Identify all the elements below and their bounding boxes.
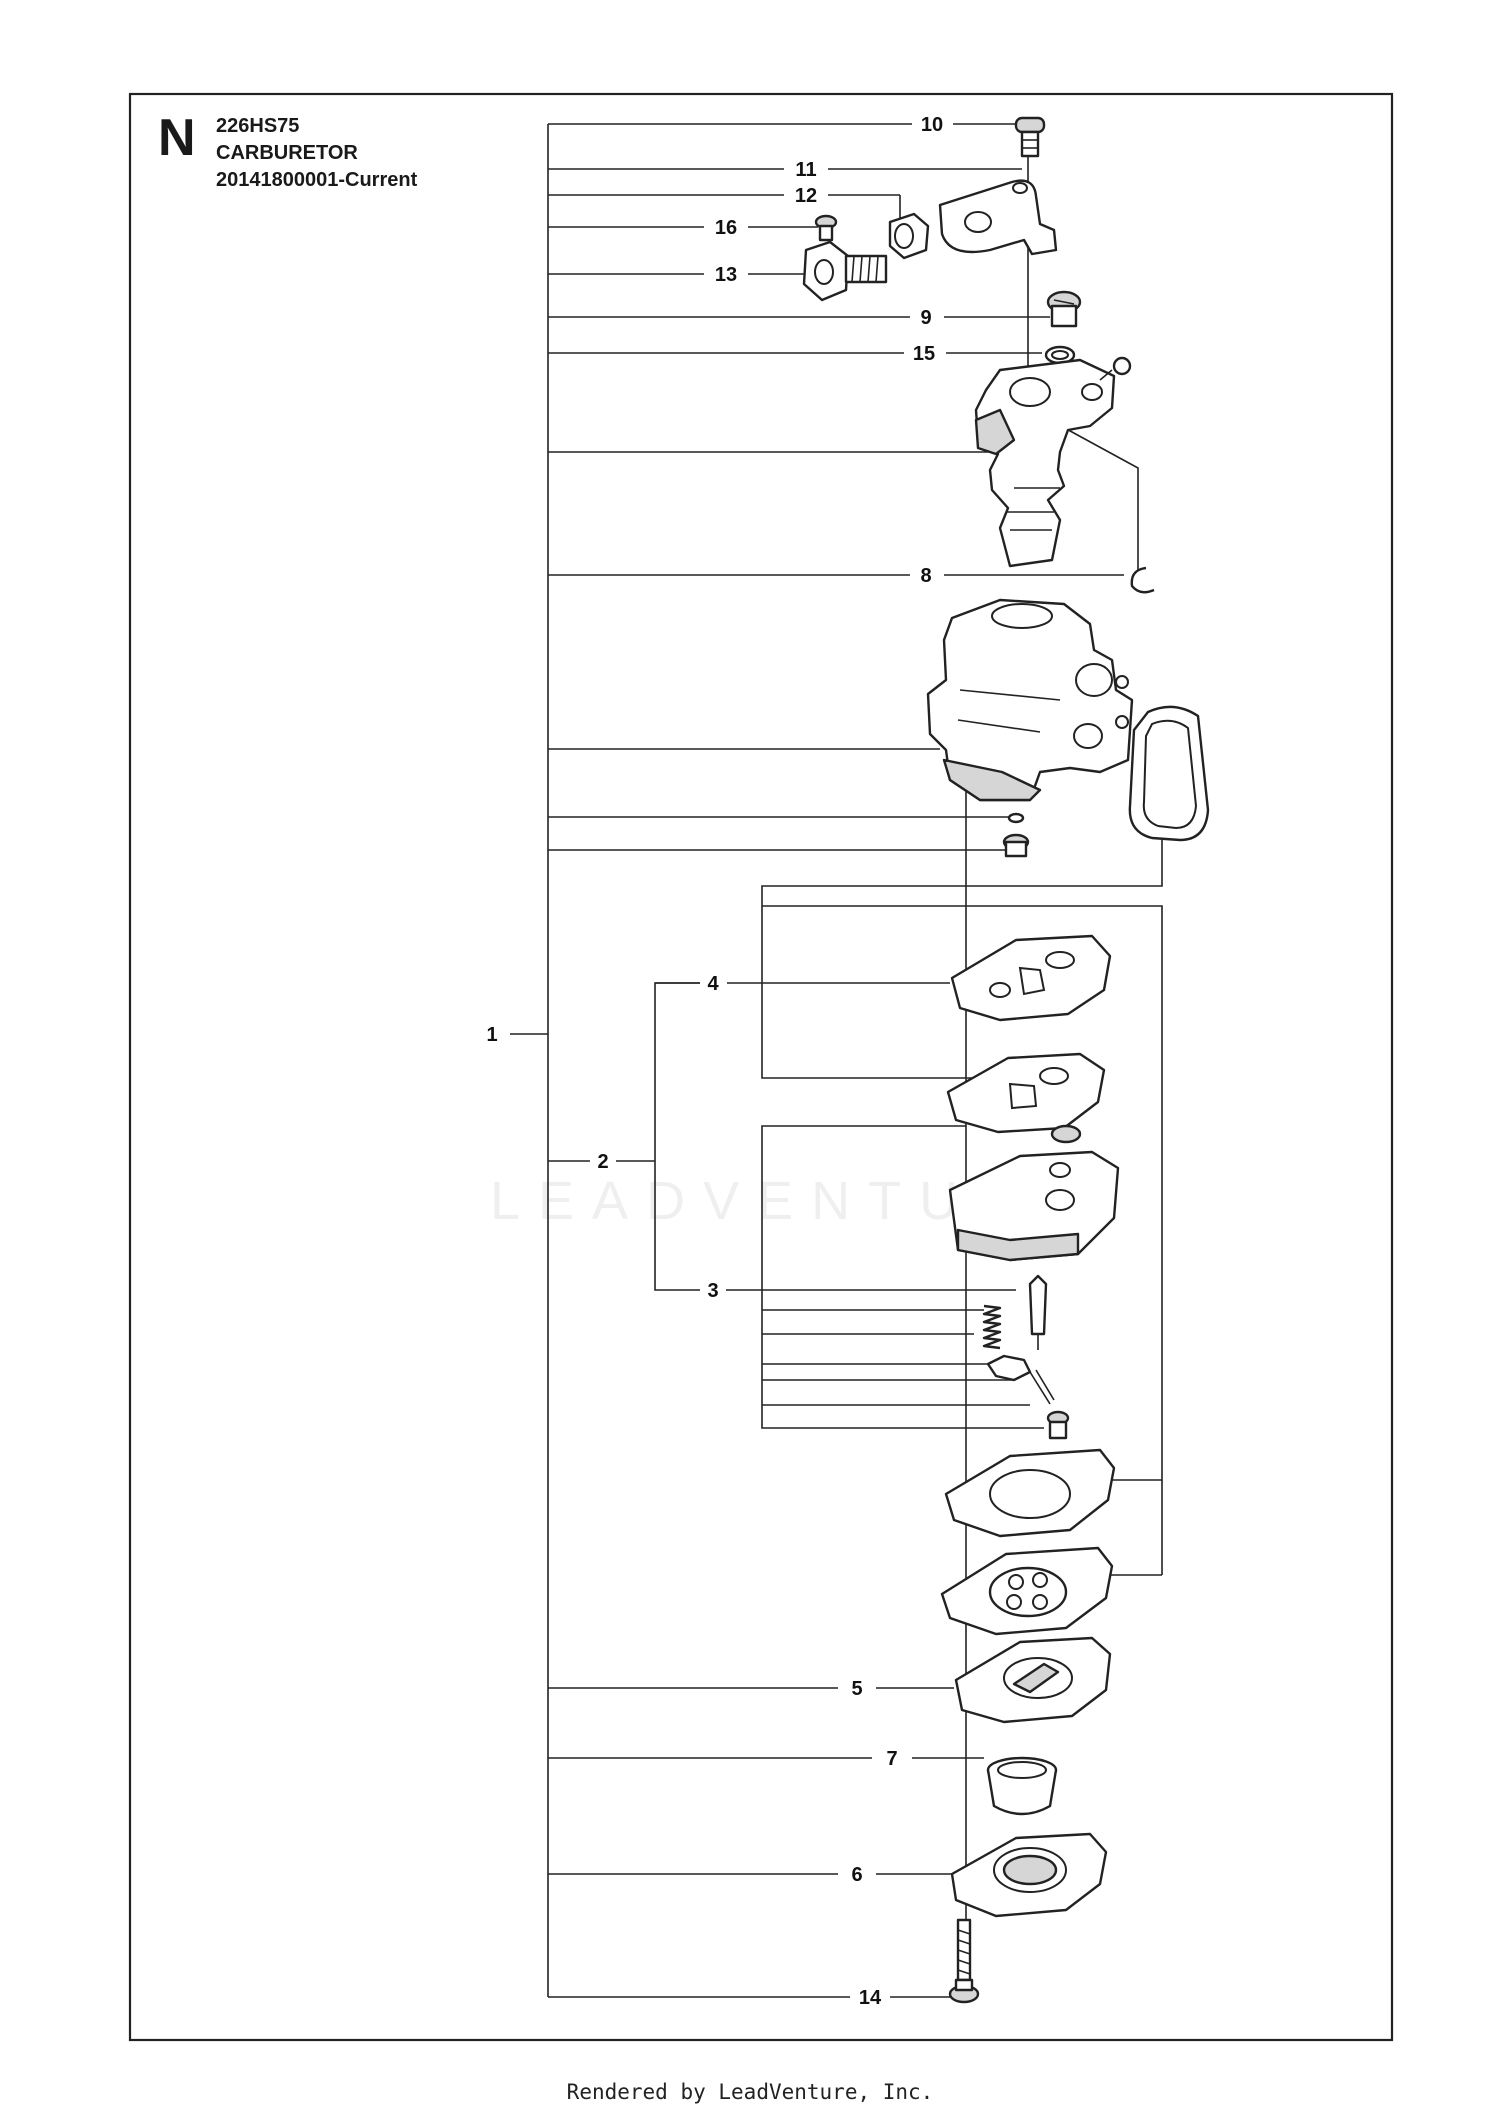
part-throttle-body [974, 356, 1132, 568]
callout-10: 10 [921, 114, 943, 136]
part-adjust-screw-13 [802, 240, 888, 302]
part-screw-9 [1046, 290, 1082, 328]
callout-labels: 10 11 12 16 13 9 15 8 1 4 2 3 5 7 6 14 [486, 114, 943, 2009]
part-primer-bulb-7 [986, 1756, 1058, 1816]
part-gasket-ring [1128, 705, 1210, 842]
part-screw-10 [1014, 116, 1046, 158]
callout-3: 3 [707, 1280, 718, 1302]
part-pump-body [948, 1124, 1120, 1262]
part-plug-screw [1002, 833, 1030, 858]
footer-credit: Rendered by LeadVenture, Inc. [566, 2080, 934, 2104]
part-bolt-14 [948, 1918, 980, 2004]
part-cover-5 [954, 1636, 1112, 1724]
callout-7: 7 [886, 1748, 897, 1770]
callout-4: 4 [707, 973, 719, 995]
assembly-name: CARBURETOR [216, 142, 358, 164]
callout-1: 1 [486, 1024, 497, 1046]
callout-9: 9 [920, 307, 931, 329]
callout-2: 2 [597, 1151, 608, 1173]
callout-5: 5 [851, 1678, 862, 1700]
model-number: 226HS75 [216, 115, 300, 137]
part-throttle-lever-11 [938, 179, 1058, 256]
callout-11: 11 [795, 159, 816, 181]
part-clip-8 [1130, 566, 1155, 594]
section-letter: N [158, 109, 196, 167]
serial-range: 20141800001-Current [216, 169, 418, 191]
callout-12: 12 [795, 185, 817, 207]
callout-6: 6 [851, 1864, 862, 1886]
part-screw-small [1046, 1410, 1070, 1440]
part-gasket-4a [950, 934, 1112, 1022]
callout-14: 14 [859, 1987, 882, 2009]
part-carburetor-body [926, 598, 1134, 802]
part-lever [986, 1354, 1055, 1405]
callout-15: 15 [913, 343, 935, 365]
part-spring [982, 1304, 1002, 1350]
part-needle [1028, 1274, 1048, 1350]
part-oring-15 [1044, 345, 1076, 365]
part-gasket-large [944, 1448, 1116, 1538]
part-nut-12 [888, 212, 930, 260]
callout-13: 13 [715, 264, 737, 286]
callout-8: 8 [920, 565, 931, 587]
part-screw-16 [814, 214, 838, 242]
part-gasket-4b [946, 1052, 1106, 1134]
leader-lines [510, 123, 1163, 1998]
diagram-frame [128, 92, 1394, 2042]
part-oring-small [1007, 812, 1025, 824]
part-diaphragm [940, 1546, 1114, 1636]
part-cover-6 [950, 1832, 1108, 1918]
callout-16: 16 [715, 217, 737, 239]
